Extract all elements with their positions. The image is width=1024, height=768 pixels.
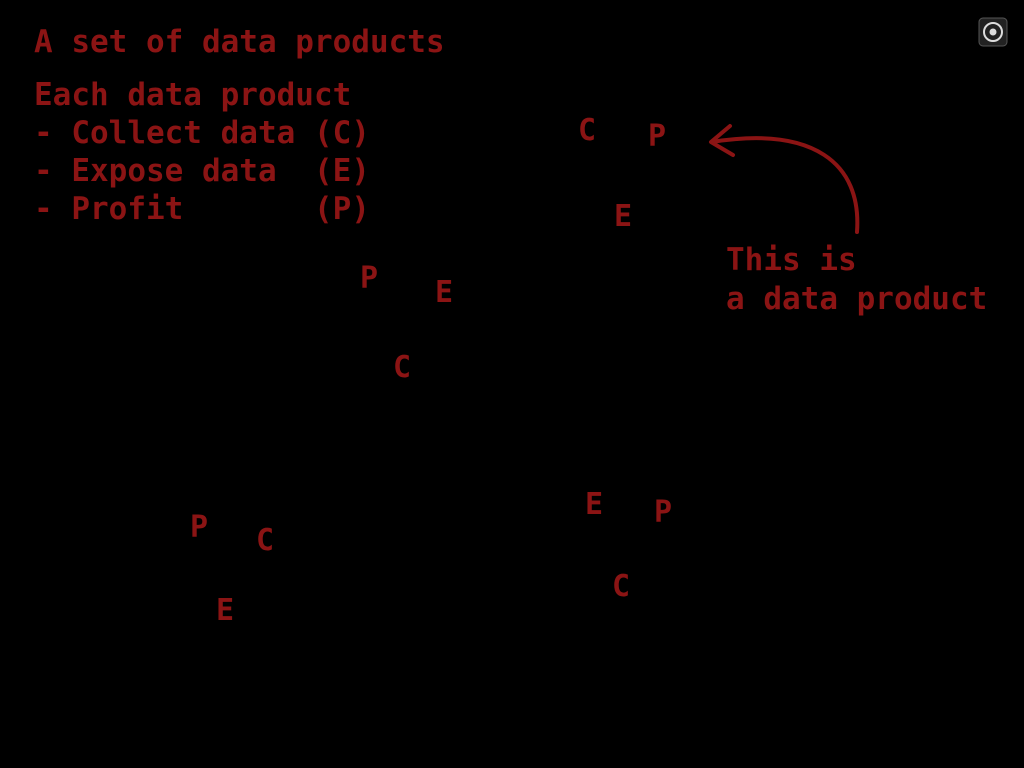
product-2-expose: E	[435, 275, 454, 310]
product-1-profit: P	[648, 119, 667, 154]
bullet-profit: - Profit (P)	[34, 191, 370, 227]
bullet-expose: - Expose data (E)	[34, 153, 370, 189]
product-1-expose: E	[614, 199, 633, 234]
product-3-expose: E	[216, 593, 235, 628]
slide-title: A set of data products	[34, 24, 445, 60]
product-2-collect: C	[393, 350, 412, 385]
record-icon[interactable]	[978, 17, 1008, 47]
product-4-expose: E	[585, 487, 604, 522]
product-1-collect: C	[578, 113, 597, 148]
product-4-collect: C	[612, 569, 631, 604]
product-3-profit: P	[190, 510, 209, 545]
product-2-profit: P	[360, 261, 379, 296]
annotation-line-1: This is	[726, 242, 857, 278]
annotation-line-2: a data product	[726, 281, 988, 317]
bullet-collect: - Collect data (C)	[34, 115, 370, 151]
product-3-collect: C	[256, 523, 275, 558]
product-4-profit: P	[654, 495, 673, 530]
slide-intro: Each data product	[34, 77, 352, 113]
